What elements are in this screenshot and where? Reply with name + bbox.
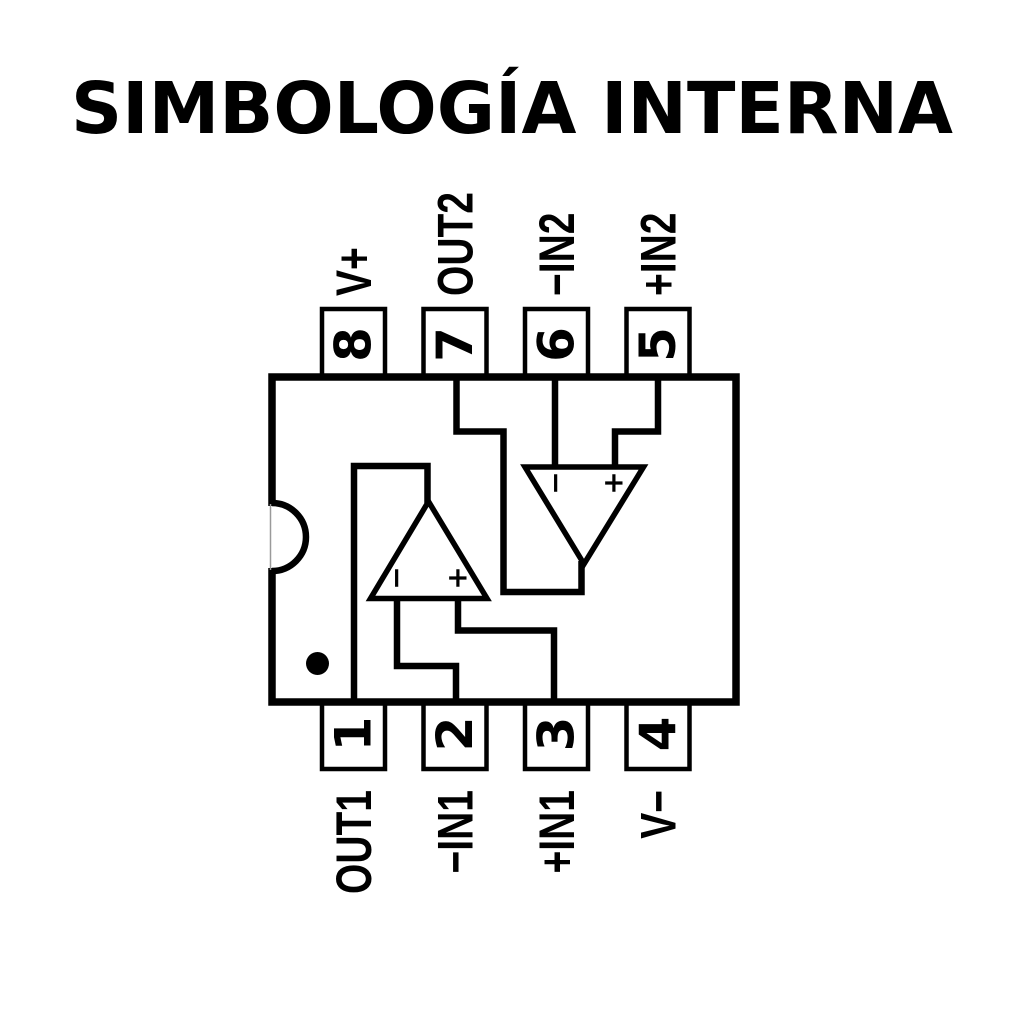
pin-number-6: 6 <box>528 327 586 362</box>
opamp-2: − + <box>520 464 649 570</box>
pin-boxes <box>319 306 692 772</box>
pin-label-v-plus: V+ <box>325 247 382 296</box>
pin-number-5: 5 <box>629 327 687 362</box>
pin-label-minus-in1: −IN1 <box>427 790 484 873</box>
opamp2-noninverting-input-label: + <box>597 471 630 494</box>
pin-label-out2: OUT2 <box>427 192 484 296</box>
pin-label-minus-in2: −IN2 <box>528 213 585 296</box>
opamp1-inverting-input-label: − <box>380 566 413 589</box>
wire-minus-in1 <box>393 598 460 701</box>
pin-number-7: 7 <box>426 327 484 362</box>
pin-number-3: 3 <box>528 717 586 752</box>
pin-number-2: 2 <box>426 717 484 752</box>
pin1-indicator-dot <box>306 652 329 675</box>
chip-notch <box>266 499 310 575</box>
pin-label-plus-in1: +IN1 <box>528 790 585 873</box>
wire-plus-in2 <box>611 378 662 467</box>
pin-number-8: 8 <box>325 327 383 362</box>
internal-wires <box>350 378 662 701</box>
pin-label-v-minus: V− <box>630 790 687 839</box>
pin-label-out1: OUT1 <box>325 790 382 894</box>
pin-labels: V+ OUT2 −IN2 +IN2 OUT1 −IN1 +IN1 V− <box>325 192 686 894</box>
opamp2-triangle <box>520 464 649 570</box>
pin-number-1: 1 <box>325 717 383 752</box>
pin-box-3 <box>522 696 591 772</box>
pin-numbers: 8 7 6 5 1 2 3 4 <box>325 327 688 751</box>
pin-box-6 <box>522 306 591 382</box>
pin-box-2 <box>421 696 489 772</box>
wire-plus-in1 <box>454 598 558 701</box>
opamp1-noninverting-input-label: + <box>441 566 474 589</box>
pin-label-plus-in2: +IN2 <box>630 213 687 296</box>
page-title: SIMBOLOGÍA INTERNA <box>71 67 953 150</box>
pin-number-4: 4 <box>629 717 687 752</box>
pin-box-8 <box>319 306 388 382</box>
opamp1-triangle <box>365 496 492 602</box>
opamp2-inverting-input-label: − <box>539 471 572 494</box>
notch-icon <box>271 499 310 575</box>
wire-out1 <box>350 462 431 701</box>
opamp-1: − + <box>365 496 492 602</box>
pin-box-7 <box>421 306 489 382</box>
wire-out2 <box>453 378 585 596</box>
